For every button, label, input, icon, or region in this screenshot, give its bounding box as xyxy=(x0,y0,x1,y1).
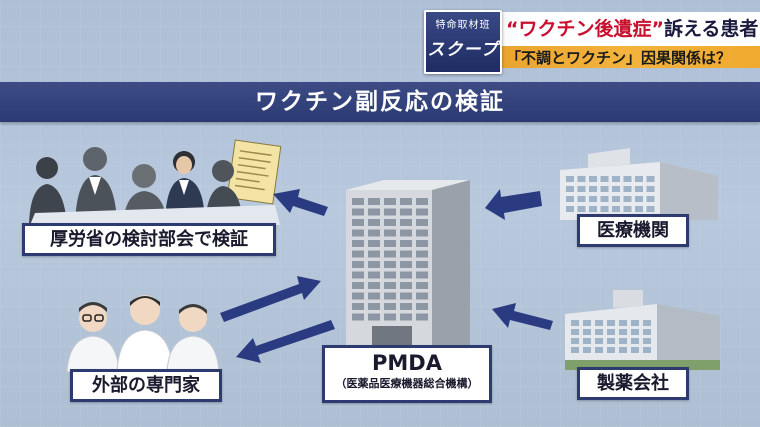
external-experts-label: 外部の専門家 xyxy=(70,369,222,402)
pmda-full-name: （医薬品医療機器総合機構） xyxy=(325,376,489,392)
arrow-pmda-to-experts xyxy=(236,320,335,363)
hospital-label: 医療機関 xyxy=(577,214,689,247)
arrow-hospital-to-pmda xyxy=(485,189,542,220)
pharma-company-label: 製薬会社 xyxy=(577,367,689,400)
mhlw-committee-label: 厚労省の検討部会で検証 xyxy=(22,223,276,256)
arrow-experts-to-pmda xyxy=(220,276,321,322)
pmda-label: PMDA （医薬品医療機器総合機構） xyxy=(322,345,492,403)
pmda-name: PMDA xyxy=(325,350,489,376)
arrow-pharma-to-pmda xyxy=(492,303,553,330)
arrow-pmda-to-mhlw xyxy=(273,189,328,216)
